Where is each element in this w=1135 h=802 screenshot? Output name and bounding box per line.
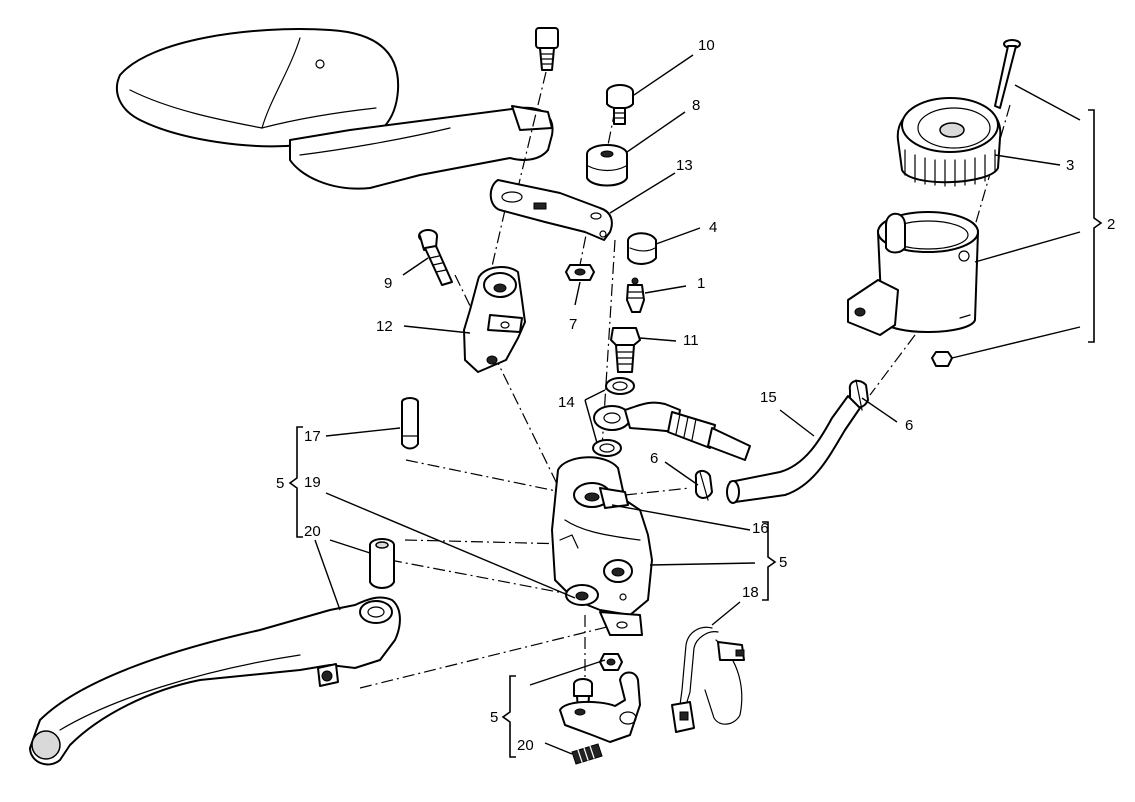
- callout-6-upper: 6: [905, 417, 913, 434]
- part-9-bolt: [418, 229, 453, 286]
- callout-20-lower: 20: [517, 737, 534, 754]
- callout-5-right: 5: [779, 554, 787, 571]
- part-13-bracket: [489, 179, 613, 241]
- callout-18: 18: [742, 584, 759, 601]
- callout-20-upper: 20: [304, 523, 321, 540]
- callout-5-left: 5: [276, 475, 284, 492]
- part-17-pin: [401, 397, 419, 450]
- callout-12: 12: [376, 318, 393, 335]
- callout-19: 19: [304, 474, 321, 491]
- part-2-nut: [931, 351, 953, 367]
- part-3-screw: [994, 39, 1021, 109]
- part-11-banjo-bolt: [610, 327, 641, 373]
- callout-9: 9: [384, 275, 392, 292]
- bracket-lower-5: [501, 675, 516, 758]
- brake-hose-fitting: [593, 401, 751, 461]
- part-6-clip-lower: [694, 470, 713, 501]
- callout-8: 8: [692, 97, 700, 114]
- part-14-washer-lower: [592, 439, 622, 457]
- callout-16: 16: [752, 520, 769, 537]
- part-8-bush: [586, 144, 628, 187]
- bracket-right-5: [762, 521, 777, 601]
- callout-4: 4: [709, 219, 717, 236]
- part-15-hose: [726, 395, 861, 504]
- callout-3: 3: [1066, 157, 1074, 174]
- callout-15: 15: [760, 389, 777, 406]
- part-18-switch: [671, 626, 745, 733]
- part-1-bleeder: [626, 277, 645, 313]
- mirror-bolt: [535, 27, 559, 71]
- bracket-right-2: [1088, 109, 1103, 343]
- part-5-master-cylinder: [551, 456, 653, 636]
- callout-5-lower: 5: [490, 709, 498, 726]
- part-14-washer-upper: [605, 377, 635, 395]
- callout-labels: 10 8 13 4 1 11 9 12 7 14 6 6 15 16 3 2 1…: [276, 37, 1115, 754]
- part-12-clamp: [463, 265, 526, 373]
- callout-7: 7: [569, 316, 577, 333]
- part-2-reservoir-body: [847, 211, 979, 336]
- callout-6-lower: 6: [650, 450, 658, 467]
- brake-lever: [29, 596, 401, 766]
- part-20-bushing: [369, 538, 395, 589]
- part-3-reservoir-cap: [896, 97, 1002, 187]
- part-5-lower-bracket: [559, 671, 641, 743]
- callout-10: 10: [698, 37, 715, 54]
- callout-13: 13: [676, 157, 693, 174]
- leader-lines: [314, 54, 1081, 755]
- part-20-spring: [571, 743, 603, 765]
- part-10-screw: [606, 84, 634, 125]
- part-5-lower-nut: [599, 653, 623, 671]
- callout-11: 11: [683, 332, 699, 349]
- callout-14: 14: [558, 394, 575, 411]
- mirror-part: [115, 28, 554, 190]
- callout-1: 1: [697, 275, 705, 292]
- callout-2: 2: [1107, 216, 1115, 233]
- part-7-nut: [565, 264, 595, 281]
- part-4-cap: [627, 232, 657, 265]
- bracket-left-group: [288, 426, 303, 538]
- callout-17: 17: [304, 428, 321, 445]
